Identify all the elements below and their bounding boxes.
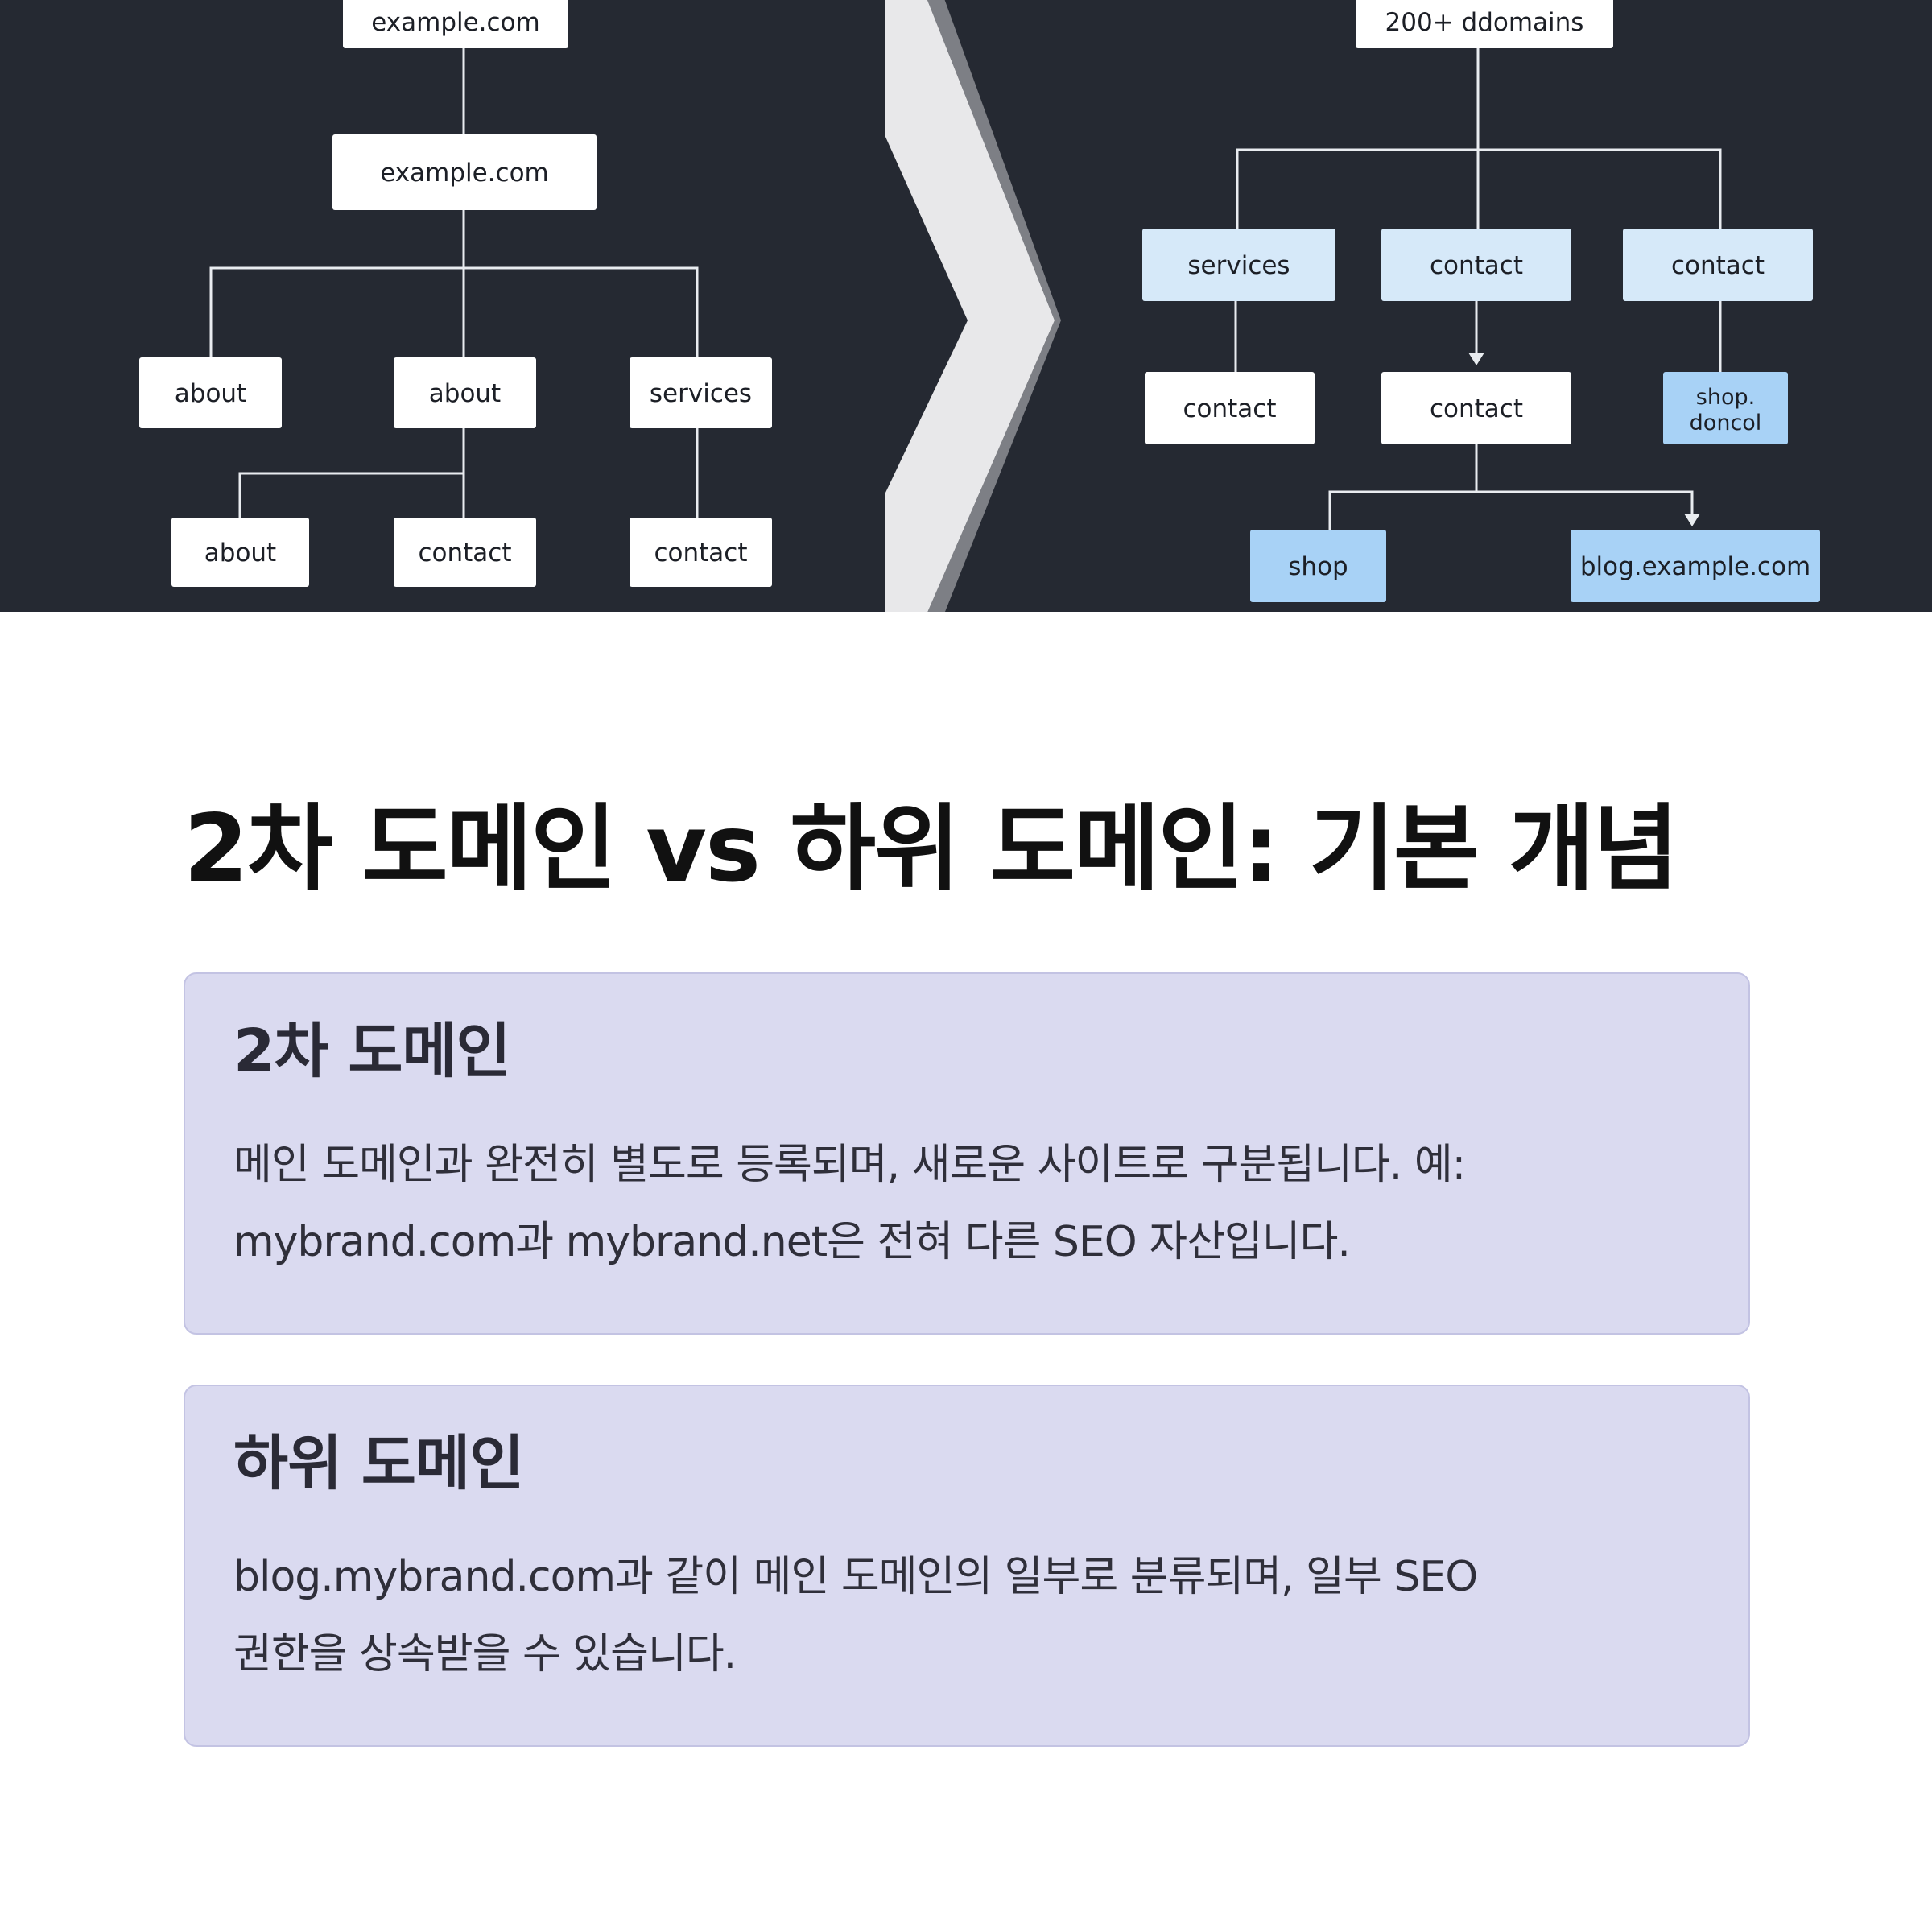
node-r-c4: contact bbox=[1381, 372, 1571, 444]
node-box bbox=[630, 357, 772, 428]
arrowhead-down bbox=[1684, 514, 1700, 526]
page-title: 2차 도메인 vs 하위 도메인: 기본 개념 bbox=[184, 795, 1678, 903]
domain-structure-diagram: example.com example.com about about services… bbox=[139, 0, 1820, 612]
node-label: shop bbox=[1288, 552, 1348, 581]
node-l-c1: contact bbox=[394, 518, 536, 587]
node-box bbox=[332, 134, 597, 210]
node-box bbox=[139, 357, 282, 428]
node-box bbox=[171, 518, 309, 587]
connector-about-to-about bbox=[238, 472, 464, 518]
node-r-svc: services bbox=[1142, 229, 1335, 301]
node-label: 200+ ddomains bbox=[1385, 8, 1584, 37]
node-l-c2: contact bbox=[630, 518, 772, 587]
node-box bbox=[394, 357, 536, 428]
node-l-mid: example.com bbox=[332, 134, 597, 210]
node-label: services bbox=[650, 379, 752, 408]
node-box bbox=[1623, 229, 1813, 301]
chevron-divider-icon bbox=[886, 0, 1055, 612]
node-box bbox=[1381, 372, 1571, 444]
node-label: contact bbox=[1671, 251, 1765, 280]
node-box bbox=[1381, 229, 1571, 301]
node-label: contact bbox=[418, 539, 511, 568]
node-r-c3: contact bbox=[1145, 372, 1315, 444]
node-label: services bbox=[1187, 251, 1290, 280]
node-box bbox=[343, 0, 568, 48]
secondary-domain-heading: 2차 도메인 bbox=[233, 1017, 511, 1086]
diagram-banner: example.com example.com about about services… bbox=[0, 0, 1932, 612]
secondary-domain-description: 메인 도메인과 완전히 별도로 등록되며, 새로운 사이트로 구분됩니다. 예:… bbox=[233, 1126, 1700, 1281]
node-l-root: example.com bbox=[343, 0, 568, 48]
connector-split-branch bbox=[1328, 490, 1694, 530]
node-r-blog: blog.example.com bbox=[1571, 530, 1820, 602]
secondary-domain-card: 2차 도메인 메인 도메인과 완전히 별도로 등록되며, 새로운 사이트로 구분… bbox=[184, 972, 1750, 1335]
node-box bbox=[1145, 372, 1315, 444]
connector-rroot-branch bbox=[1236, 148, 1722, 229]
subdomain-desc-line1: blog.mybrand.com과 같이 메인 도메인의 일부로 분류되며, 일… bbox=[233, 1552, 1478, 1601]
node-l-a2: about bbox=[394, 357, 536, 428]
node-l-a3: about bbox=[171, 518, 309, 587]
node-l-svc: services bbox=[630, 357, 772, 428]
node-label-line2: doncol bbox=[1690, 411, 1762, 436]
node-label: contact bbox=[1430, 251, 1523, 280]
node-label: about bbox=[429, 379, 501, 408]
node-l-a1: about bbox=[139, 357, 282, 428]
node-label: contact bbox=[654, 539, 747, 568]
node-box bbox=[1663, 372, 1788, 444]
node-box bbox=[394, 518, 536, 587]
secondary-domain-desc-line1: 메인 도메인과 완전히 별도로 등록되며, 새로운 사이트로 구분됩니다. 예: bbox=[233, 1140, 1466, 1189]
node-label: shop. bbox=[1696, 385, 1755, 410]
node-box bbox=[1142, 229, 1335, 301]
node-r-c1: contact bbox=[1381, 229, 1571, 301]
subdomain-description: blog.mybrand.com과 같이 메인 도메인의 일부로 분류되며, 일… bbox=[233, 1538, 1700, 1693]
subdomain-heading: 하위 도메인 bbox=[233, 1429, 524, 1498]
connector-mid-branch bbox=[209, 266, 699, 357]
node-label: contact bbox=[1430, 394, 1523, 423]
secondary-domain-desc-line2: mybrand.com과 mybrand.net은 전혀 다른 SEO 자산입니… bbox=[233, 1217, 1351, 1266]
node-label: about bbox=[175, 379, 246, 408]
node-box bbox=[1250, 530, 1386, 602]
node-r-root: 200+ ddomains bbox=[1356, 0, 1613, 48]
node-label: about bbox=[204, 539, 276, 568]
subdomain-desc-line2: 권한을 상속받을 수 있습니다. bbox=[233, 1629, 737, 1678]
subdomain-card: 하위 도메인 blog.mybrand.com과 같이 메인 도메인의 일부로 … bbox=[184, 1385, 1750, 1747]
node-box bbox=[630, 518, 772, 587]
node-r-shopdon: shop.doncol bbox=[1663, 372, 1788, 444]
node-label: example.com bbox=[380, 159, 549, 188]
node-label: blog.example.com bbox=[1580, 552, 1810, 581]
node-label: contact bbox=[1183, 394, 1276, 423]
node-box bbox=[1356, 0, 1613, 48]
node-r-c2: contact bbox=[1623, 229, 1813, 301]
node-label: example.com bbox=[371, 8, 540, 37]
node-r-shop: shop bbox=[1250, 530, 1386, 602]
arrowhead-down bbox=[1468, 353, 1484, 365]
connector-lines bbox=[209, 48, 1722, 530]
node-box bbox=[1571, 530, 1820, 602]
